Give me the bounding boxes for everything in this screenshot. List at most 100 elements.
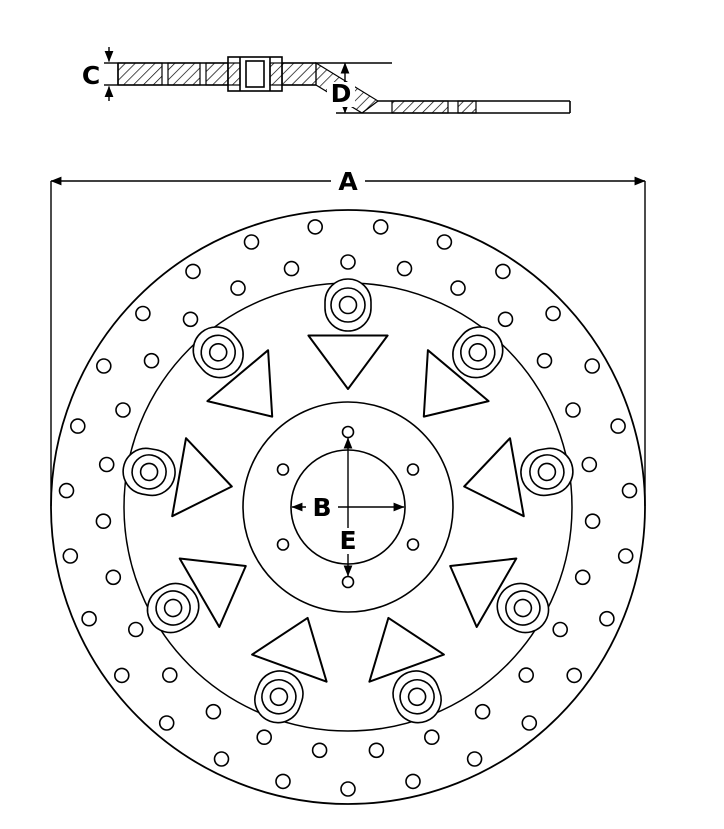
drill-hole [372, 219, 389, 235]
spoke-cutout [206, 349, 274, 418]
spoke-cutout [307, 334, 389, 390]
drill-hole [205, 703, 222, 720]
drill-hole [115, 402, 131, 418]
drill-hole [474, 703, 491, 720]
float-bobbin [192, 326, 244, 379]
drill-hole [135, 305, 151, 322]
drill-hole [96, 358, 112, 374]
drill-hole [182, 311, 199, 328]
dim-label-offset: D [331, 79, 352, 108]
label-mask [332, 528, 364, 554]
bolt-hole [276, 538, 290, 551]
drill-hole [610, 418, 626, 434]
drill-hole [162, 667, 178, 683]
dim-label-overall-diameter: A [338, 167, 358, 196]
dimension-annotations: A B C D E [50, 47, 646, 577]
bobbin-rivet [468, 342, 488, 362]
spoke-cutout [171, 437, 233, 518]
bobbin-rivet [163, 598, 183, 618]
float-bobbin [122, 447, 176, 497]
drill-hole [62, 548, 79, 564]
drill-hole [423, 729, 440, 746]
drill-hole [450, 280, 466, 296]
drill-hole [497, 311, 514, 328]
drill-hole [275, 773, 291, 790]
spoke-cutout [368, 616, 445, 683]
section-hatch [227, 62, 241, 86]
section-hatch [117, 62, 163, 86]
drill-hole [466, 751, 483, 767]
drill-hole [81, 610, 97, 627]
dim-label-thickness: C [82, 61, 100, 90]
label-mask [306, 495, 338, 521]
drill-hole [95, 513, 112, 530]
drill-hole [518, 667, 535, 683]
drill-hole [405, 773, 421, 790]
bolt-hole [341, 575, 355, 589]
drill-hole [98, 456, 115, 473]
drill-hole [536, 352, 553, 369]
drill-hole [368, 742, 385, 759]
bobbin-rivet [208, 342, 228, 362]
bobbin-rivet [537, 462, 557, 482]
section-hatch [281, 62, 317, 86]
bolt-hole [341, 425, 355, 439]
drill-hole [396, 260, 413, 277]
section-hatch [391, 100, 449, 114]
drill-hole [436, 234, 453, 250]
drill-hole [230, 280, 246, 296]
rivet-section [245, 60, 265, 88]
drill-hole [243, 234, 260, 250]
dim-label-bolt-circle: E [339, 526, 356, 555]
front-view-details [58, 219, 638, 797]
spoke-cutout [422, 349, 490, 418]
float-bobbin [324, 278, 372, 332]
drill-hole [143, 352, 160, 369]
spoke-cutout [463, 437, 525, 518]
float-bobbin [392, 670, 442, 724]
bobbin-rivet [269, 687, 289, 707]
disc-outer-edge [50, 209, 646, 805]
float-bobbin [496, 582, 550, 634]
drill-hole [621, 482, 638, 499]
float-bobbin [520, 447, 574, 497]
float-bobbin [146, 582, 200, 634]
spoke-cutout [251, 616, 328, 683]
drill-hole [283, 260, 300, 277]
drill-hole [340, 781, 356, 797]
drill-hole [158, 715, 175, 731]
bobbin-rivet [338, 295, 358, 315]
drill-hole [545, 305, 561, 322]
drill-hole [128, 621, 144, 638]
bolt-hole [406, 463, 420, 476]
label-mask [327, 82, 355, 107]
dim-label-center-bore: B [312, 493, 331, 522]
drill-hole [581, 456, 598, 473]
drill-hole [185, 263, 201, 280]
bolt-hole [276, 463, 290, 476]
drill-hole [565, 402, 581, 418]
spoke-cutout [449, 557, 518, 628]
drill-hole [521, 715, 538, 731]
drill-hole [307, 219, 324, 235]
section-hatch [457, 100, 477, 114]
drill-hole [574, 569, 591, 586]
drill-hole [105, 569, 122, 586]
drill-hole [566, 667, 583, 684]
spoke-cutout [178, 557, 247, 628]
hub-outer-edge [242, 401, 454, 613]
drill-hole [495, 263, 511, 280]
bobbin-rivet [407, 687, 427, 707]
section-hatch [205, 62, 229, 86]
drill-hole [584, 513, 601, 530]
drill-hole [213, 751, 230, 767]
bolt-hole [406, 538, 420, 551]
drill-hole [617, 548, 634, 564]
section-hatch [167, 62, 201, 86]
section-hatch [269, 62, 283, 86]
label-mask [331, 169, 365, 193]
drill-hole [58, 482, 75, 499]
drill-hole [584, 358, 601, 374]
